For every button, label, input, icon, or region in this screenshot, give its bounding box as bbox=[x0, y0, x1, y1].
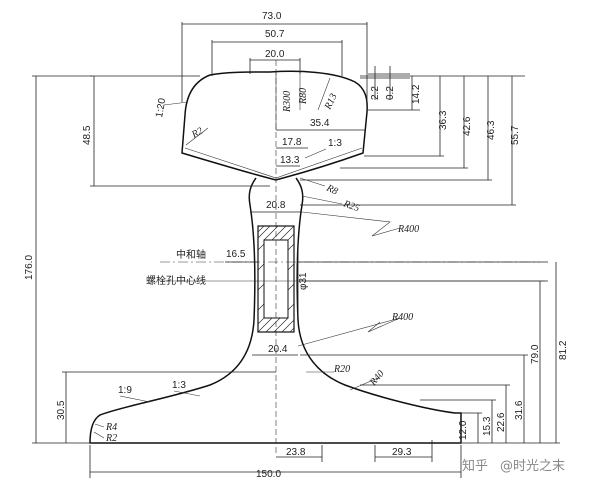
slope-1-9: 1:9 bbox=[118, 385, 132, 396]
label-bolt-hole-center: 螺栓孔中心线 bbox=[146, 274, 206, 287]
dim-r20: R20 bbox=[333, 364, 350, 375]
slope-1-3-head: 1:3 bbox=[328, 138, 342, 149]
dim-35-4: 35.4 bbox=[310, 118, 330, 129]
dim-31-6: 31.6 bbox=[514, 400, 525, 420]
dim-r13: R13 bbox=[322, 92, 339, 112]
dim-r4: R4 bbox=[105, 422, 117, 433]
dim-2-2: 2.2 bbox=[370, 86, 381, 100]
dim-81-2: 81.2 bbox=[558, 340, 569, 360]
dim-0-2: 0.2 bbox=[385, 86, 396, 100]
label-neutral-axis: 中和轴 bbox=[176, 248, 206, 261]
slope-1-3-foot: 1:3 bbox=[172, 380, 186, 391]
dim-web-top: 20.8 bbox=[266, 200, 286, 211]
dim-web-bottom: 20.4 bbox=[268, 344, 288, 355]
rail-web-foot-right bbox=[276, 177, 462, 444]
dim-head-top-width: 50.7 bbox=[265, 29, 285, 40]
dim-14-2: 14.2 bbox=[411, 84, 422, 104]
dim-15-3: 15.3 bbox=[482, 416, 493, 436]
dim-12-0: 12.0 bbox=[458, 420, 469, 440]
rail-outline bbox=[181, 70, 368, 181]
dim-crown-width: 20.0 bbox=[265, 49, 285, 60]
dim-30-5: 30.5 bbox=[56, 400, 67, 420]
dim-36-3: 36.3 bbox=[438, 110, 449, 130]
dim-base-width: 150.0 bbox=[256, 469, 281, 480]
rail-web-foot-left bbox=[89, 177, 276, 444]
dim-13-3: 13.3 bbox=[280, 155, 300, 166]
dim-r8: R8 bbox=[324, 182, 340, 197]
dim-r300: R300 bbox=[282, 91, 293, 113]
dim-29-3: 29.3 bbox=[392, 447, 412, 458]
dim-r25: R25 bbox=[341, 198, 361, 214]
dim-23-8: 23.8 bbox=[286, 447, 306, 458]
dim-17-8: 17.8 bbox=[282, 137, 302, 148]
watermark-platform: 知乎 bbox=[462, 458, 488, 474]
dim-16-5: 16.5 bbox=[226, 249, 246, 260]
dim-46-3: 46.3 bbox=[486, 120, 497, 140]
dim-head-width: 73.0 bbox=[262, 11, 282, 22]
dim-55-7: 55.7 bbox=[510, 125, 521, 145]
dim-176: 176.0 bbox=[24, 255, 35, 280]
dim-r80: R80 bbox=[298, 88, 309, 105]
dim-r2-head: R2 bbox=[189, 126, 205, 142]
dim-r400-bottom: R400 bbox=[391, 312, 413, 323]
dim-79-0: 79.0 bbox=[530, 344, 541, 364]
dim-r400-top: R400 bbox=[397, 224, 419, 235]
dim-42-6: 42.6 bbox=[462, 116, 473, 136]
dim-r2-foot: R2 bbox=[105, 433, 117, 444]
slope-1-20: 1:20 bbox=[154, 97, 168, 119]
dim-22-6: 22.6 bbox=[496, 412, 507, 432]
dim-48-5: 48.5 bbox=[82, 125, 93, 145]
watermark-author: @时光之末 bbox=[500, 459, 565, 474]
dim-r40: R40 bbox=[367, 369, 386, 389]
